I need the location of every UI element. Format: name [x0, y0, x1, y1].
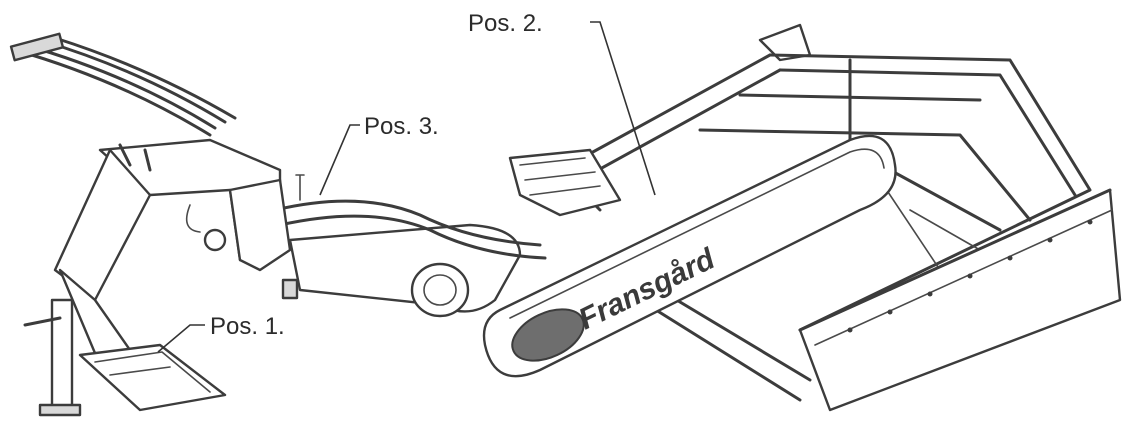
frame-outer-rail — [768, 53, 1092, 332]
hose-a — [13, 48, 212, 137]
leader-lines — [157, 21, 656, 353]
leveling-board — [638, 188, 1122, 412]
hose-c — [38, 38, 227, 124]
hose-d — [53, 36, 237, 120]
leader-pos3 — [319, 124, 360, 196]
hose-b — [23, 43, 217, 130]
stand-handle — [23, 316, 62, 327]
hitch-right-plate — [228, 178, 292, 272]
hydraulic-hose-1 — [273, 199, 542, 247]
hitch-top-posts — [118, 143, 152, 172]
frame-crossbar-2 — [698, 128, 1032, 222]
stand-foot — [38, 403, 82, 417]
frame-crossbar-1 — [738, 93, 982, 102]
hitch-hook — [185, 204, 201, 233]
chain-case-rim — [509, 148, 885, 319]
label-pos2: Pos. 2. — [468, 10, 543, 37]
support-stand — [23, 278, 299, 417]
frame-inner-rail — [778, 68, 1077, 197]
left-deflector-plate — [508, 148, 622, 217]
drive-coupling-inner — [423, 274, 457, 306]
bolt — [847, 327, 853, 333]
chain-case-body — [482, 134, 897, 378]
drive-arm — [273, 174, 547, 318]
hose-couplers — [9, 32, 65, 62]
skid-plate — [78, 343, 227, 412]
leveling-board-line — [814, 209, 1113, 346]
arm-bracket — [295, 174, 305, 201]
bolt — [967, 273, 973, 279]
frame-left-inner-rail — [578, 68, 782, 182]
bolt — [1087, 219, 1093, 225]
lower-arms — [638, 288, 812, 402]
hydraulic-hose-2 — [278, 214, 547, 260]
frame-crossbar-3 — [888, 168, 1002, 232]
chain-case-hub — [511, 308, 585, 362]
bolt — [927, 291, 933, 297]
deflector-ribs — [519, 157, 601, 196]
frame-bracing — [879, 179, 981, 271]
stand-leg — [50, 298, 74, 412]
label-pos1: Pos. 1. — [210, 313, 285, 340]
wheel-stud — [281, 278, 299, 300]
label-pos3: Pos. 3. — [364, 113, 439, 140]
leveling-board-bolts — [847, 219, 1093, 333]
skid-ribs — [94, 351, 211, 393]
bolt — [1007, 255, 1013, 261]
bolt — [887, 309, 893, 315]
drive-coupling — [410, 262, 470, 318]
bolt — [1047, 237, 1053, 243]
hitch-pin — [203, 228, 227, 252]
leader-pos1 — [157, 324, 205, 353]
hose-bundle — [9, 32, 237, 137]
rear-frame — [508, 23, 1092, 332]
leader-pos2 — [590, 21, 656, 196]
leveling-board-top-edge — [798, 188, 1112, 332]
leveling-board-plate — [798, 188, 1122, 412]
